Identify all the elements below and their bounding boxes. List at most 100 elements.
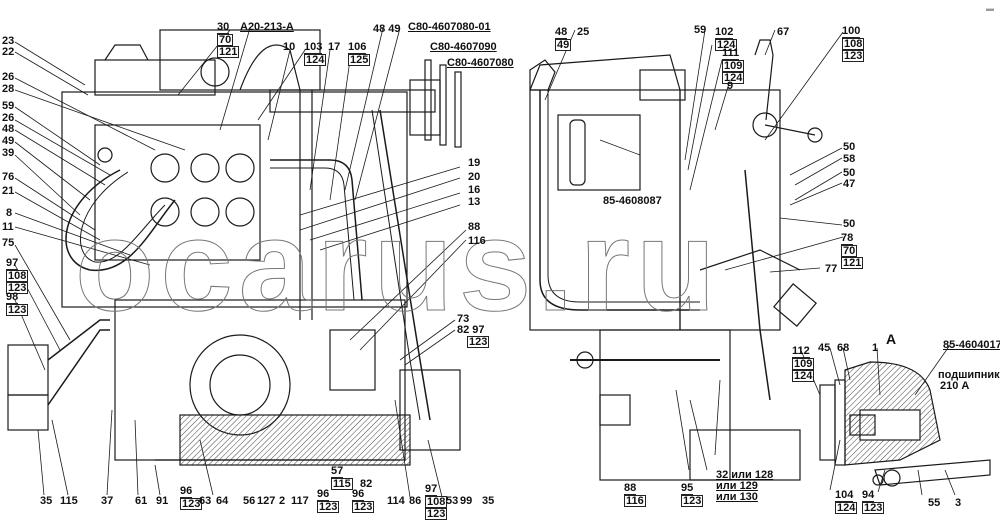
part-c80-4607080: C80-4607080 [447, 57, 514, 69]
nameplate [557, 114, 641, 191]
label-35a: 35 [40, 495, 53, 507]
ref-32-128-129-130: 32 или 128 или 129 или 130 [716, 469, 774, 503]
ref-102-124: 102 124 [715, 26, 738, 51]
ref-97-108-123: 97 108 123 [6, 257, 29, 294]
hex-plug [529, 59, 556, 91]
lever-67 [754, 39, 774, 121]
label-73: 73 [457, 313, 470, 325]
label-75: 75 [2, 237, 15, 249]
ref-48-49-side: 48 49 [555, 26, 572, 51]
part-a20-213-a: A20-213-A [240, 21, 294, 33]
label-82-bottom: 82 [360, 478, 373, 490]
label-117: 117 [291, 495, 309, 507]
view-label-a: A [886, 331, 897, 347]
label-9: 9 [727, 80, 734, 92]
upper-plug [200, 57, 230, 87]
label-50a: 50 [843, 141, 856, 153]
label-50b: 50 [843, 167, 856, 179]
ref-30-70-121: 30 70 121 [217, 21, 240, 58]
label-99: 99 [460, 495, 473, 507]
label-56: 56 [243, 495, 256, 507]
ref-95-123: 95 123 [681, 482, 704, 507]
filler-cap [104, 44, 149, 61]
label-77: 77 [825, 263, 838, 275]
label-88: 88 [468, 221, 481, 233]
label-63: 63 [199, 495, 212, 507]
ref-106-125: 106 125 [348, 41, 371, 66]
right-coupling [399, 369, 461, 451]
detail-flange [819, 384, 836, 461]
label-45: 45 [818, 342, 831, 354]
rod-c80-01 [424, 59, 432, 141]
label-127: 127 [257, 495, 276, 507]
label-55: 55 [928, 497, 941, 509]
ref-112-109-124: 112 109 124 [792, 345, 815, 382]
label-39: 39 [2, 147, 15, 159]
watermark: ocarus.ru [75, 192, 721, 339]
label-23: 23 [2, 35, 15, 47]
ref-96-123-b: 96 123 [317, 488, 340, 513]
upper-bracket [239, 44, 301, 91]
main-front-view [7, 29, 462, 466]
ref-97-108-123-bottom: 97 108 123 [425, 483, 448, 520]
side-fitting [773, 283, 817, 327]
label-25: 25 [577, 26, 590, 38]
label-26b: 26 [2, 112, 15, 124]
ref-94-123: 94 123 [862, 489, 885, 514]
detail-lever [874, 459, 991, 486]
rod-c80-090 [439, 64, 447, 146]
side-plate [329, 329, 376, 391]
left-coupling-lower [7, 394, 49, 431]
label-76: 76 [2, 171, 15, 183]
valve-bank [94, 124, 261, 261]
label-48: 48 [2, 123, 15, 135]
label-49: 49 [2, 135, 15, 147]
side-shaft-housing [689, 429, 801, 481]
label-8: 8 [6, 207, 13, 219]
label-26a: 26 [2, 71, 15, 83]
corner-mark-icon: ▬ [986, 4, 994, 13]
label-64: 64 [216, 495, 229, 507]
leader-lines [14, 27, 956, 498]
label-28: 28 [2, 83, 15, 95]
label-58: 58 [843, 153, 856, 165]
label-3: 3 [955, 497, 962, 509]
horizontal-rod [269, 89, 436, 113]
ref-103-124: 103 124 [304, 41, 327, 66]
label-59: 59 [2, 100, 15, 112]
part-85-4604017: 85-4604017 [943, 339, 1000, 351]
watermark-text: ocarus.ru [75, 192, 721, 338]
rod-c80-080 [454, 71, 462, 148]
part-c80-4607080-01: C80-4607080-01 [408, 21, 491, 33]
label-21: 21 [2, 185, 15, 197]
label-2: 2 [279, 495, 286, 507]
label-1: 1 [872, 342, 879, 354]
label-19: 19 [468, 157, 481, 169]
label-16: 16 [468, 184, 481, 196]
part-c80-4607090: C80-4607090 [430, 41, 497, 53]
ref-78-70-121: 78 70 121 [841, 232, 864, 269]
label-115: 115 [60, 495, 78, 507]
side-lower-housing [599, 329, 731, 481]
label-10: 10 [283, 41, 296, 53]
label-68: 68 [837, 342, 850, 354]
bearing-label-2: 210 А [940, 380, 970, 392]
label-48-49: 48 49 [373, 23, 401, 35]
ref-100-108-123: 100 108 123 [842, 25, 865, 62]
label-11: 11 [2, 221, 14, 233]
label-86: 86 [409, 495, 422, 507]
label-20: 20 [468, 171, 481, 183]
side-view [529, 39, 823, 481]
label-116: 116 [468, 235, 486, 247]
top-cover [94, 59, 216, 96]
label-82-97: 82 97 [457, 324, 485, 336]
housing-outline [61, 91, 408, 308]
label-114: 114 [387, 495, 405, 507]
ref-111-109-124: 111 109 124 [722, 47, 745, 84]
bearing-label-1: подшипник [938, 369, 1000, 381]
label-50c: 50 [843, 218, 856, 230]
side-plug [599, 394, 631, 426]
side-connector [639, 69, 686, 101]
